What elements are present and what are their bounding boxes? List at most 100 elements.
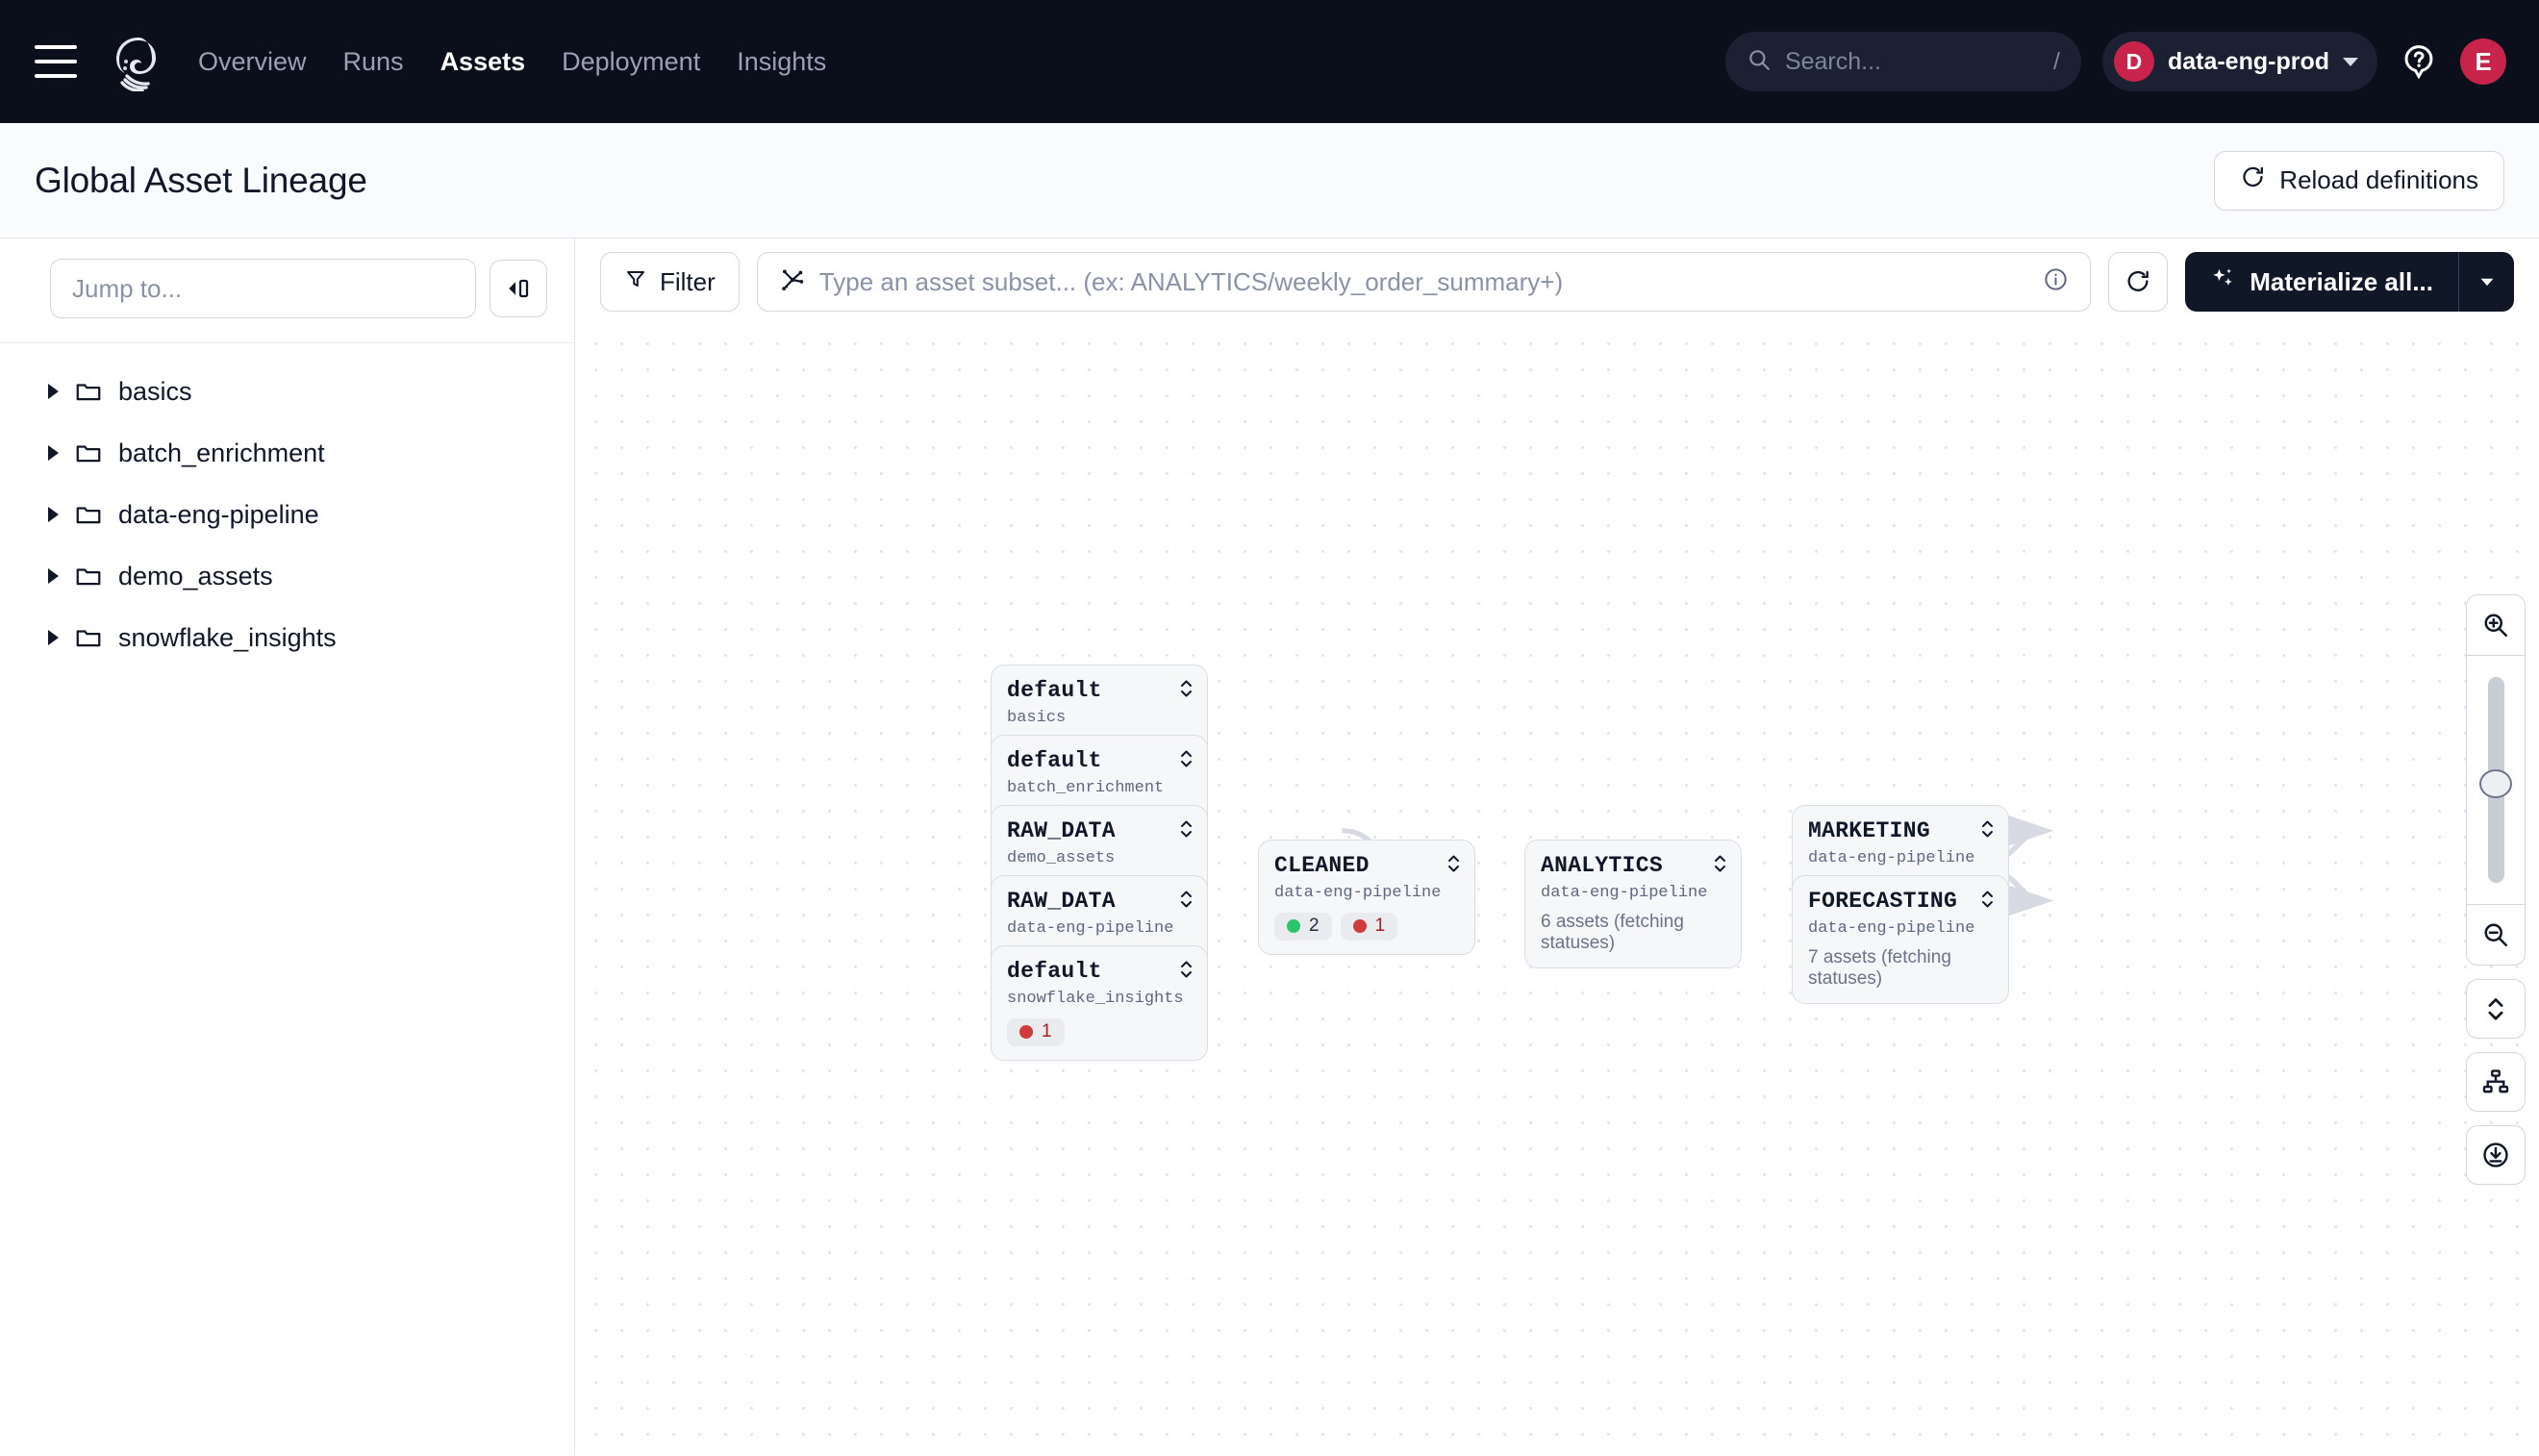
- folder-icon: [74, 377, 103, 406]
- asset-group-node-analytics[interactable]: ANALYTICS data-eng-pipeline 6 assets (fe…: [1524, 840, 1742, 968]
- zoom-controls: [2466, 594, 2526, 1185]
- jump-to-input[interactable]: [50, 259, 476, 318]
- node-title: default: [1007, 959, 1102, 984]
- node-subtitle: data-eng-pipeline: [1007, 918, 1174, 938]
- page-title: Global Asset Lineage: [35, 160, 367, 200]
- sidebar-item-label: snowflake_insights: [118, 622, 337, 652]
- folder-icon: [74, 439, 103, 467]
- global-search-placeholder: Search...: [1784, 47, 1882, 75]
- node-subtitle: demo_assets: [1007, 848, 1116, 867]
- nav-right-cluster: Search... / D data-eng-prod E: [1724, 0, 2506, 123]
- materialize-all-button[interactable]: Materialize all...: [2185, 252, 2458, 312]
- expand-collapse-icon[interactable]: [1179, 818, 1194, 844]
- expand-collapse-icon[interactable]: [1179, 748, 1194, 774]
- node-subtitle: data-eng-pipeline: [1808, 918, 1975, 938]
- refresh-icon: [2240, 164, 2266, 197]
- asset-group-node-snowflake-insights[interactable]: default snowflake_insights 1: [991, 945, 1208, 1061]
- divider: [2467, 655, 2525, 656]
- expand-collapse-icon[interactable]: [1179, 959, 1194, 985]
- chevron-right-icon[interactable]: [48, 445, 59, 461]
- top-navigation-bar: Overview Runs Assets Deployment Insights…: [0, 0, 2539, 123]
- primary-nav-links: Overview Runs Assets Deployment Insights: [198, 47, 826, 77]
- collapse-sidebar-icon[interactable]: [490, 260, 547, 317]
- node-subtitle: data-eng-pipeline: [1274, 883, 1442, 902]
- zoom-slider-group: [2466, 594, 2526, 966]
- nav-link-overview[interactable]: Overview: [198, 46, 307, 76]
- filter-label: Filter: [660, 266, 716, 296]
- node-fetch-status: 7 assets (fetching statuses): [1808, 946, 1951, 989]
- expand-collapse-icon[interactable]: [1179, 678, 1194, 704]
- chevron-right-icon[interactable]: [48, 507, 59, 522]
- sidebar-item-basics[interactable]: basics: [0, 361, 574, 422]
- sidebar-item-label: basics: [118, 376, 192, 406]
- materialize-options-caret-icon[interactable]: [2458, 252, 2514, 312]
- folder-icon: [74, 562, 103, 590]
- sidebar-item-batch-enrichment[interactable]: batch_enrichment: [0, 422, 574, 484]
- node-subtitle: data-eng-pipeline: [1808, 848, 1975, 867]
- node-status-badges: 2 1: [1274, 912, 1459, 941]
- sidebar-item-label: demo_assets: [118, 561, 273, 590]
- zoom-in-icon[interactable]: [2467, 595, 2525, 655]
- filter-button[interactable]: Filter: [600, 252, 740, 312]
- expand-collapse-icon[interactable]: [1179, 889, 1194, 915]
- materialize-all-button-group[interactable]: Materialize all...: [2185, 252, 2514, 312]
- node-title: CLEANED: [1274, 853, 1370, 878]
- node-fetch-status: 6 assets (fetching statuses): [1541, 911, 1684, 953]
- node-title: FORECASTING: [1808, 889, 1958, 914]
- asset-subset-input[interactable]: Type an asset subset... (ex: ANALYTICS/w…: [756, 252, 2092, 312]
- node-status-badges: 1: [1007, 1017, 1192, 1046]
- sidebar-item-demo-assets[interactable]: demo_assets: [0, 545, 574, 607]
- lineage-canvas[interactable]: default basics 3 default batch_enrich: [575, 325, 2539, 1455]
- status-dot-materialized-icon: [1287, 919, 1300, 934]
- asset-group-node-cleaned[interactable]: CLEANED data-eng-pipeline 2 1: [1258, 840, 1475, 955]
- refresh-graph-button[interactable]: [2108, 252, 2169, 312]
- info-circle-icon[interactable]: [2043, 266, 2069, 297]
- node-subtitle: basics: [1007, 708, 1067, 727]
- asset-graph-icon: [779, 266, 806, 298]
- chevron-right-icon[interactable]: [48, 630, 59, 645]
- chevron-right-icon[interactable]: [48, 568, 59, 584]
- sidebar-item-label: batch_enrichment: [118, 438, 325, 467]
- zoom-slider-thumb[interactable]: [2479, 769, 2512, 798]
- global-search-box[interactable]: Search... /: [1724, 32, 2081, 91]
- node-title: default: [1007, 748, 1102, 773]
- expand-collapse-icon[interactable]: [1446, 853, 1461, 879]
- sidebar-item-data-eng-pipeline[interactable]: data-eng-pipeline: [0, 484, 574, 545]
- download-circle-icon[interactable]: [2466, 1125, 2526, 1185]
- expand-collapse-icon[interactable]: [1980, 889, 1995, 915]
- asset-group-sidebar: basics batch_enrichment data-eng-pipelin…: [0, 238, 575, 1455]
- asset-group-node-forecasting[interactable]: FORECASTING data-eng-pipeline 7 assets (…: [1792, 875, 2009, 1004]
- node-subtitle: snowflake_insights: [1007, 989, 1184, 1008]
- organization-name: data-eng-prod: [2167, 47, 2329, 75]
- lineage-graph-column: Filter Type an asset subset... (ex: ANAL…: [575, 238, 2539, 1455]
- folder-icon: [74, 623, 103, 652]
- status-dot-failed-icon: [1019, 1025, 1033, 1040]
- sidebar-item-snowflake-insights[interactable]: snowflake_insights: [0, 607, 574, 668]
- expand-collapse-all-icon[interactable]: [2466, 979, 2526, 1039]
- question-mark-circle-icon[interactable]: [2399, 41, 2439, 82]
- expand-collapse-icon[interactable]: [1713, 853, 1727, 879]
- zoom-slider[interactable]: [2467, 656, 2525, 904]
- status-count: 2: [1309, 916, 1320, 937]
- organization-switcher[interactable]: D data-eng-prod: [2101, 32, 2377, 91]
- nav-link-assets[interactable]: Assets: [440, 46, 526, 76]
- sidebar-header: [0, 238, 574, 325]
- node-title: RAW_DATA: [1007, 889, 1116, 914]
- expand-collapse-icon[interactable]: [1980, 818, 1995, 844]
- materialize-all-label: Materialize all...: [2250, 266, 2433, 296]
- sidebar-item-label: data-eng-pipeline: [118, 499, 319, 529]
- dagster-logo-icon[interactable]: [106, 32, 165, 92]
- nav-link-deployment[interactable]: Deployment: [562, 46, 701, 76]
- node-title: RAW_DATA: [1007, 818, 1116, 843]
- reload-definitions-button[interactable]: Reload definitions: [2214, 150, 2504, 211]
- nav-link-insights[interactable]: Insights: [737, 46, 827, 76]
- status-dot-failed-icon: [1352, 919, 1367, 934]
- hierarchy-layout-icon[interactable]: [2466, 1052, 2526, 1112]
- chevron-right-icon[interactable]: [48, 384, 59, 399]
- nav-link-runs[interactable]: Runs: [342, 46, 404, 76]
- sparkle-icon: [2210, 265, 2236, 298]
- node-title: ANALYTICS: [1541, 853, 1663, 878]
- zoom-out-icon[interactable]: [2467, 905, 2525, 965]
- hamburger-menu-icon[interactable]: [35, 45, 77, 78]
- user-avatar[interactable]: E: [2460, 38, 2506, 85]
